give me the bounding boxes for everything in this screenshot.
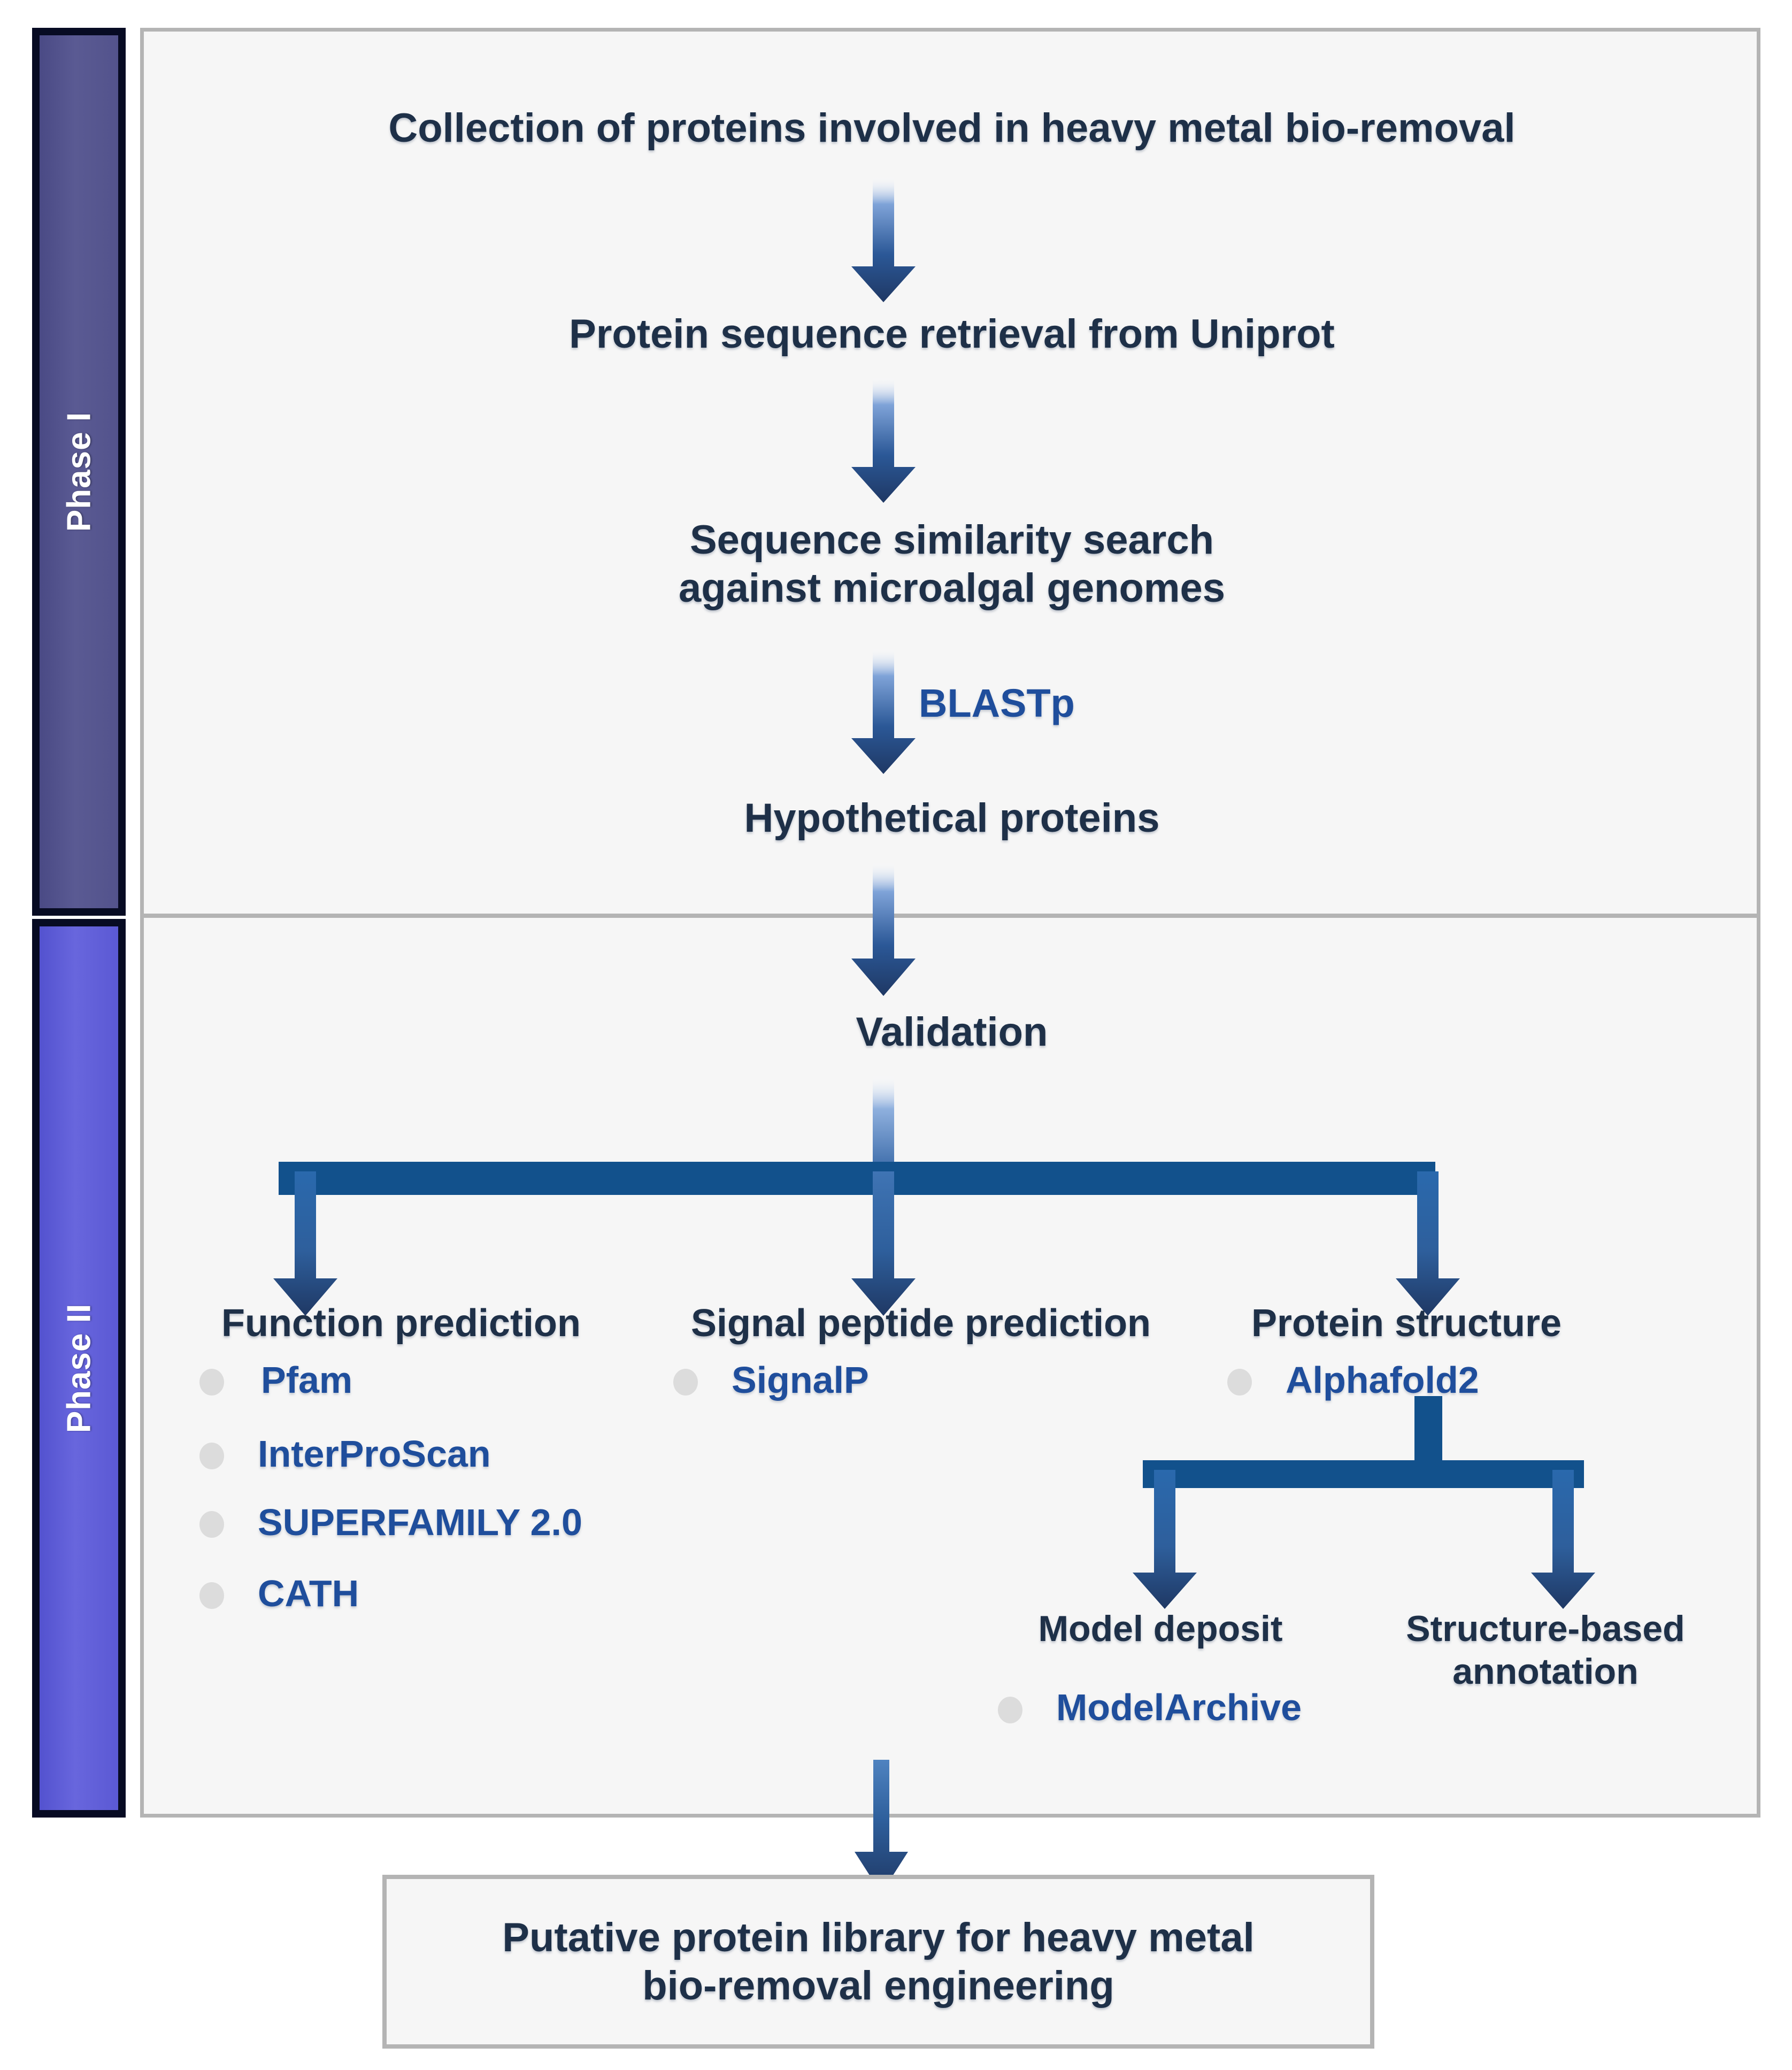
tool-alphafold2: Alphafold2 xyxy=(1286,1359,1479,1401)
arrow-subbus-to-model-deposit xyxy=(1123,1470,1209,1609)
edge-label-blastp: BLASTp xyxy=(919,681,1075,725)
arrow-bus-to-function-prediction xyxy=(260,1171,356,1316)
output-line2: bio-removal engineering xyxy=(642,1962,1114,2008)
phase-rail-phase-2: Phase II xyxy=(32,919,126,1818)
stem-alphafold2-to-subbus xyxy=(1414,1396,1442,1460)
subbranch-header-line1: Structure-based xyxy=(1406,1608,1685,1649)
phase-label-1: Phase I xyxy=(60,411,97,532)
node-similarity-search: Sequence similarity search against micro… xyxy=(203,516,1701,612)
tool-pfam: Pfam xyxy=(261,1359,353,1401)
phase-rail-phase-1: Phase I xyxy=(32,28,126,916)
arrow-phase2-to-output xyxy=(844,1760,919,1893)
arrow-bus-to-protein-structure xyxy=(1380,1171,1476,1316)
branch-header-signal-peptide-prediction: Signal peptide prediction xyxy=(690,1302,1151,1345)
output-line1: Putative protein library for heavy metal xyxy=(502,1914,1255,1960)
subbranch-header-line2: annotation xyxy=(1452,1651,1639,1692)
tool-interproscan: InterProScan xyxy=(258,1433,491,1475)
bullet-dot-icon xyxy=(998,1697,1022,1723)
bullet-dot-icon xyxy=(673,1369,698,1396)
arrow-hypothetical-to-validation xyxy=(835,862,932,996)
connector-bus-phase2 xyxy=(279,1162,1435,1195)
subbranch-header-model-deposit: Model deposit xyxy=(1038,1608,1283,1649)
subbranch-header-structure-based-annotation: Structure-based annotation xyxy=(1348,1607,1743,1693)
stem-validation-to-bus xyxy=(862,1075,905,1171)
tool-cath: CATH xyxy=(258,1573,359,1614)
arrow-bus-to-signal-peptide-prediction xyxy=(835,1171,932,1316)
node-collection: Collection of proteins involved in heavy… xyxy=(388,105,1516,151)
arrow-collection-to-retrieval xyxy=(835,177,932,302)
phase-label-2: Phase II xyxy=(60,1303,97,1433)
phase-2-panel xyxy=(140,916,1760,1818)
tool-signalp: SignalP xyxy=(732,1359,869,1401)
node-validation: Validation xyxy=(856,1009,1048,1055)
node-similarity-search-line2: against microalgal genomes xyxy=(678,565,1226,611)
bullet-dot-icon xyxy=(199,1443,224,1469)
node-sequence-retrieval: Protein sequence retrieval from Uniprot xyxy=(569,311,1335,357)
connector-subbus-protein-structure xyxy=(1143,1460,1584,1488)
arrow-subbus-to-structure-annotation xyxy=(1521,1470,1607,1609)
output-text: Putative protein library for heavy metal… xyxy=(387,1914,1370,2010)
bullet-dot-icon xyxy=(199,1511,224,1538)
phase-1-panel xyxy=(140,28,1760,916)
bullet-dot-icon xyxy=(1227,1369,1252,1396)
tool-superfamily: SUPERFAMILY 2.0 xyxy=(258,1501,582,1543)
bullet-dot-icon xyxy=(199,1369,224,1396)
node-similarity-search-line1: Sequence similarity search xyxy=(689,517,1214,563)
branch-header-function-prediction: Function prediction xyxy=(221,1302,581,1345)
node-hypothetical-proteins: Hypothetical proteins xyxy=(744,795,1160,841)
arrow-retrieval-to-similarity xyxy=(835,377,932,503)
branch-header-protein-structure: Protein structure xyxy=(1251,1302,1562,1345)
tool-modelarchive: ModelArchive xyxy=(1056,1686,1302,1728)
bullet-dot-icon xyxy=(199,1582,224,1609)
output-box: Putative protein library for heavy metal… xyxy=(382,1875,1374,2049)
arrow-similarity-to-hypothetical xyxy=(835,648,932,774)
